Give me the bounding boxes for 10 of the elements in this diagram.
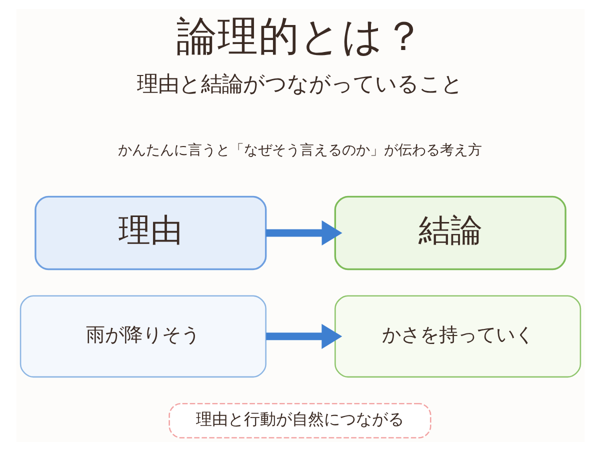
arrow [266,323,342,348]
arrow [265,220,342,245]
node-box: 理由 [34,195,266,270]
node-box: 雨が降りそう [19,294,266,378]
node-box: 結論 [334,195,566,270]
label: 理由と結論がつながっていること [136,72,462,97]
diagram-title: 論理的とは？ [176,11,424,60]
node-box: かさを持っていく [334,294,581,378]
node-box: 理由と行動が自然につながる [168,402,431,438]
label: かんたんに言うと「なぜそう言えるのか」が伝わる考え方 [117,142,482,158]
